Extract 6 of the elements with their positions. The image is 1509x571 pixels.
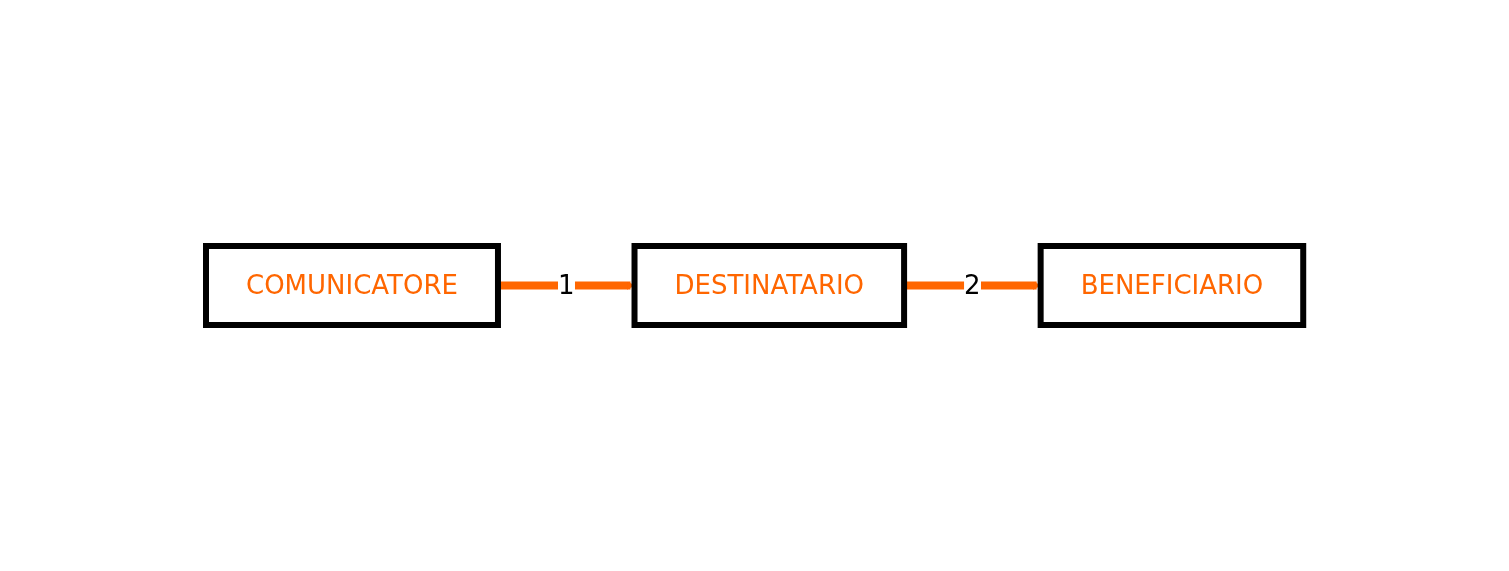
node-box: COMUNICATORE: [202, 243, 501, 328]
edge-label: 2: [963, 270, 981, 300]
node-box: BENEFICIARIO: [1037, 243, 1307, 328]
node-box: DESTINATARIO: [631, 243, 907, 328]
edge-label: 1: [557, 270, 575, 300]
arrow: [904, 281, 1041, 290]
